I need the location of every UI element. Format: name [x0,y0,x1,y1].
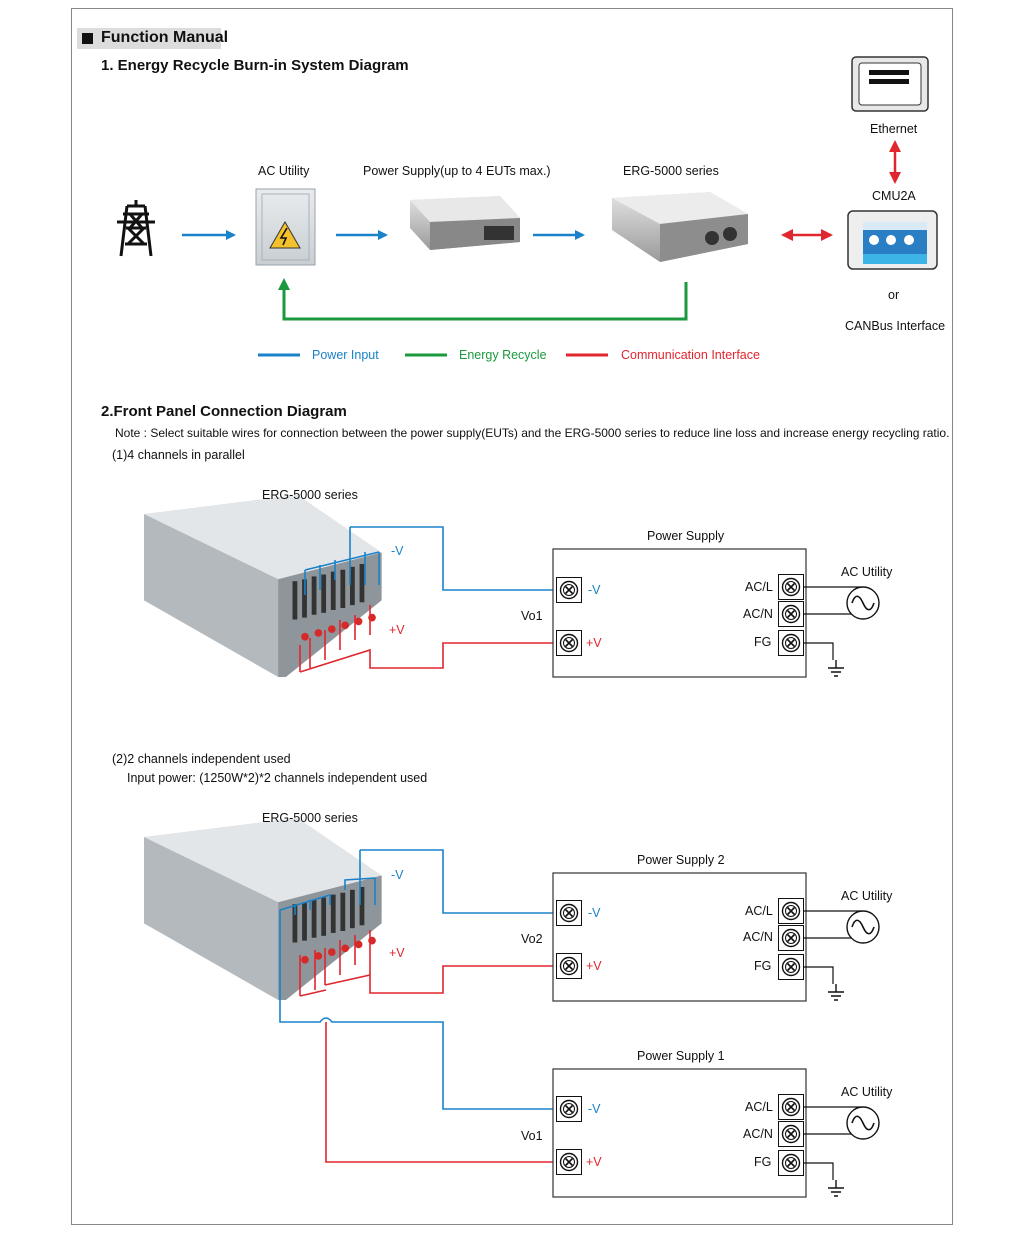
section-1-title: 1. Energy Recycle Burn-in System Diagram [101,57,409,74]
terminal-vpos-label: +V [586,1155,602,1169]
terminal-vneg-icon [556,1096,582,1122]
parallel-caption: (1)4 channels in parallel [112,448,245,462]
legend-energy-recycle: Energy Recycle [459,348,547,362]
power-supply-box-3 [552,1068,807,1198]
header-square-icon [82,33,93,44]
power-supply-unit-image [410,196,520,250]
terminal-acl-icon [778,574,804,600]
acn-label: AC/N [743,930,773,944]
independent-wiring-positive [299,930,553,1163]
section-2-note: Note : Select suitable wires for connect… [115,426,950,440]
power-supply-box-2 [552,872,807,1002]
terminal-vpos-label: +V [586,636,602,650]
acn-label: AC/N [743,1127,773,1141]
psu1-title: Power Supply 1 [637,1049,725,1063]
terminal-vneg-label: -V [588,583,601,597]
ac-utility-label-3: AC Utility [841,1085,893,1099]
ac-utility-label-1: AC Utility [841,565,893,579]
terminal-vneg-label: -V [588,906,601,920]
or-label: or [888,288,900,302]
terminal-fg-icon [778,1150,804,1176]
terminal-vneg-icon [556,577,582,603]
terminal-fg-icon [778,954,804,980]
acl-label: AC/L [745,580,773,594]
acl-label: AC/L [745,904,773,918]
erg-label-independent: ERG-5000 series [262,811,358,825]
acl-label: AC/L [745,1100,773,1114]
terminal-acn-icon [778,1121,804,1147]
cmu2a-label: CMU2A [872,189,916,203]
independent-caption: (2)2 channels independent used [112,752,291,766]
independent-subcaption: Input power: (1250W*2)*2 channels indepe… [127,771,428,785]
ac-source-icon [846,910,880,944]
ac-source-icon [846,586,880,620]
erg-label-parallel: ERG-5000 series [262,488,358,502]
legend-communication: Communication Interface [621,348,760,362]
vo1-label-2: Vo1 [521,1129,543,1143]
legend-power-input: Power Input [312,348,379,362]
acn-label: AC/N [743,607,773,621]
ethernet-label: Ethernet [870,122,918,136]
terminal-vpos-icon [556,953,582,979]
terminal-vpos-label: +V [586,959,602,973]
parallel-wiring-negative [304,526,553,595]
terminal-acl-icon [778,1094,804,1120]
psu-title: Power Supply [647,529,725,543]
transmission-tower-icon [117,200,155,257]
cmu2a-device-icon [847,210,938,270]
terminal-vpos-icon [556,630,582,656]
power-supply-label: Power Supply(up to 4 EUTs max.) [363,164,551,178]
vneg-label: -V [391,868,404,882]
page-frame [71,8,953,1225]
fg-label: FG [754,635,772,649]
terminal-fg-icon [778,630,804,656]
parallel-wiring-positive [299,605,553,673]
erg-5000-front-panel-image-2 [144,818,382,1000]
terminal-vpos-icon [556,1149,582,1175]
vpos-label: +V [389,946,405,960]
ground-icon [827,1180,845,1197]
vpos-label: +V [389,623,405,637]
power-supply-box-1 [552,548,807,678]
ac-utility-label: AC Utility [258,164,310,178]
fg-label: FG [754,959,772,973]
section-header-bar [77,28,221,49]
section-2-title: 2.Front Panel Connection Diagram [101,403,347,420]
terminal-vneg-label: -V [588,1102,601,1116]
terminal-acn-icon [778,925,804,951]
terminal-vneg-icon [556,900,582,926]
page-title: Function Manual [101,29,229,46]
erg-label: ERG-5000 series [623,164,719,178]
ac-utility-cabinet-icon [255,188,316,266]
independent-wiring-negative [279,849,553,1110]
terminal-acl-icon [778,898,804,924]
terminal-acn-icon [778,601,804,627]
canbus-label: CANBus Interface [845,319,946,333]
communication-arrows [781,140,901,241]
vo1-label: Vo1 [521,609,543,623]
ethernet-monitor-icon [851,56,929,112]
vneg-label: -V [391,544,404,558]
ground-icon [827,660,845,677]
psu2-title: Power Supply 2 [637,853,725,867]
ac-source-icon [846,1106,880,1140]
erg-5000-unit-image [612,192,748,262]
fg-label: FG [754,1155,772,1169]
ground-icon [827,984,845,1001]
erg-5000-front-panel-image-1 [144,495,382,677]
ac-utility-label-2: AC Utility [841,889,893,903]
energy-recycle-path [278,278,688,321]
vo2-label: Vo2 [521,932,543,946]
